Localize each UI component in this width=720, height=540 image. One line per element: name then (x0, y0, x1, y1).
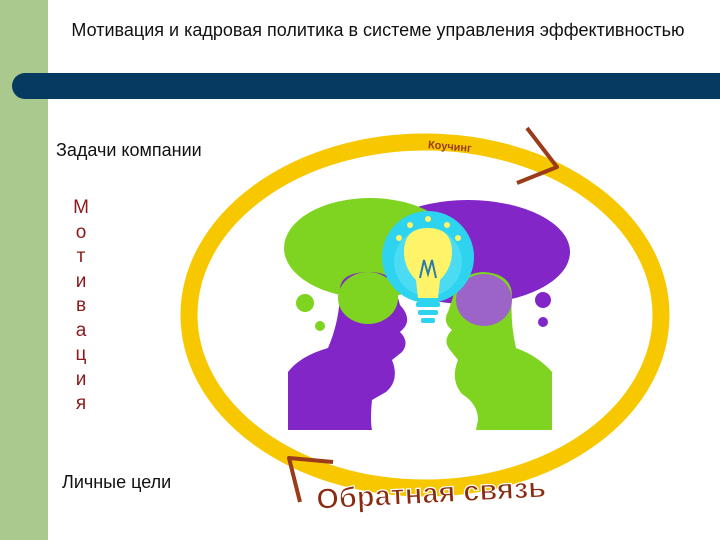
feedback-loop-ring (180, 133, 670, 497)
motivation-letter: т (76, 246, 86, 267)
title-bar (12, 73, 720, 99)
purple-dot-small (538, 317, 548, 327)
coaching-label: Коучинг (427, 139, 472, 155)
slide-title: Мотивация и кадровая политика в системе … (71, 20, 685, 40)
motivation-letter: о (75, 221, 87, 243)
motivation-letter: и (75, 270, 87, 292)
company-tasks-label: Задачи компании (56, 140, 202, 160)
motivation-letter: М (73, 197, 89, 218)
green-head-top (338, 272, 398, 324)
bottom-arrowhead-icon (287, 456, 334, 503)
personal-goals-label: Личные цели (62, 472, 172, 492)
light-bulb-icon (382, 211, 474, 323)
green-dot-small (315, 321, 325, 331)
motivation-letter: в (75, 295, 87, 316)
purple-head-top (456, 274, 512, 326)
vertical-motivation-word: М о т и в а ц и я (71, 196, 91, 417)
motivation-letter: ц (75, 344, 87, 365)
motivation-letter: и (75, 368, 87, 390)
green-dot-large (296, 294, 314, 312)
motivation-letter: а (75, 319, 87, 341)
motivation-letter: я (75, 393, 87, 414)
purple-dot-large (535, 292, 551, 308)
top-arrowhead-icon (516, 126, 559, 185)
